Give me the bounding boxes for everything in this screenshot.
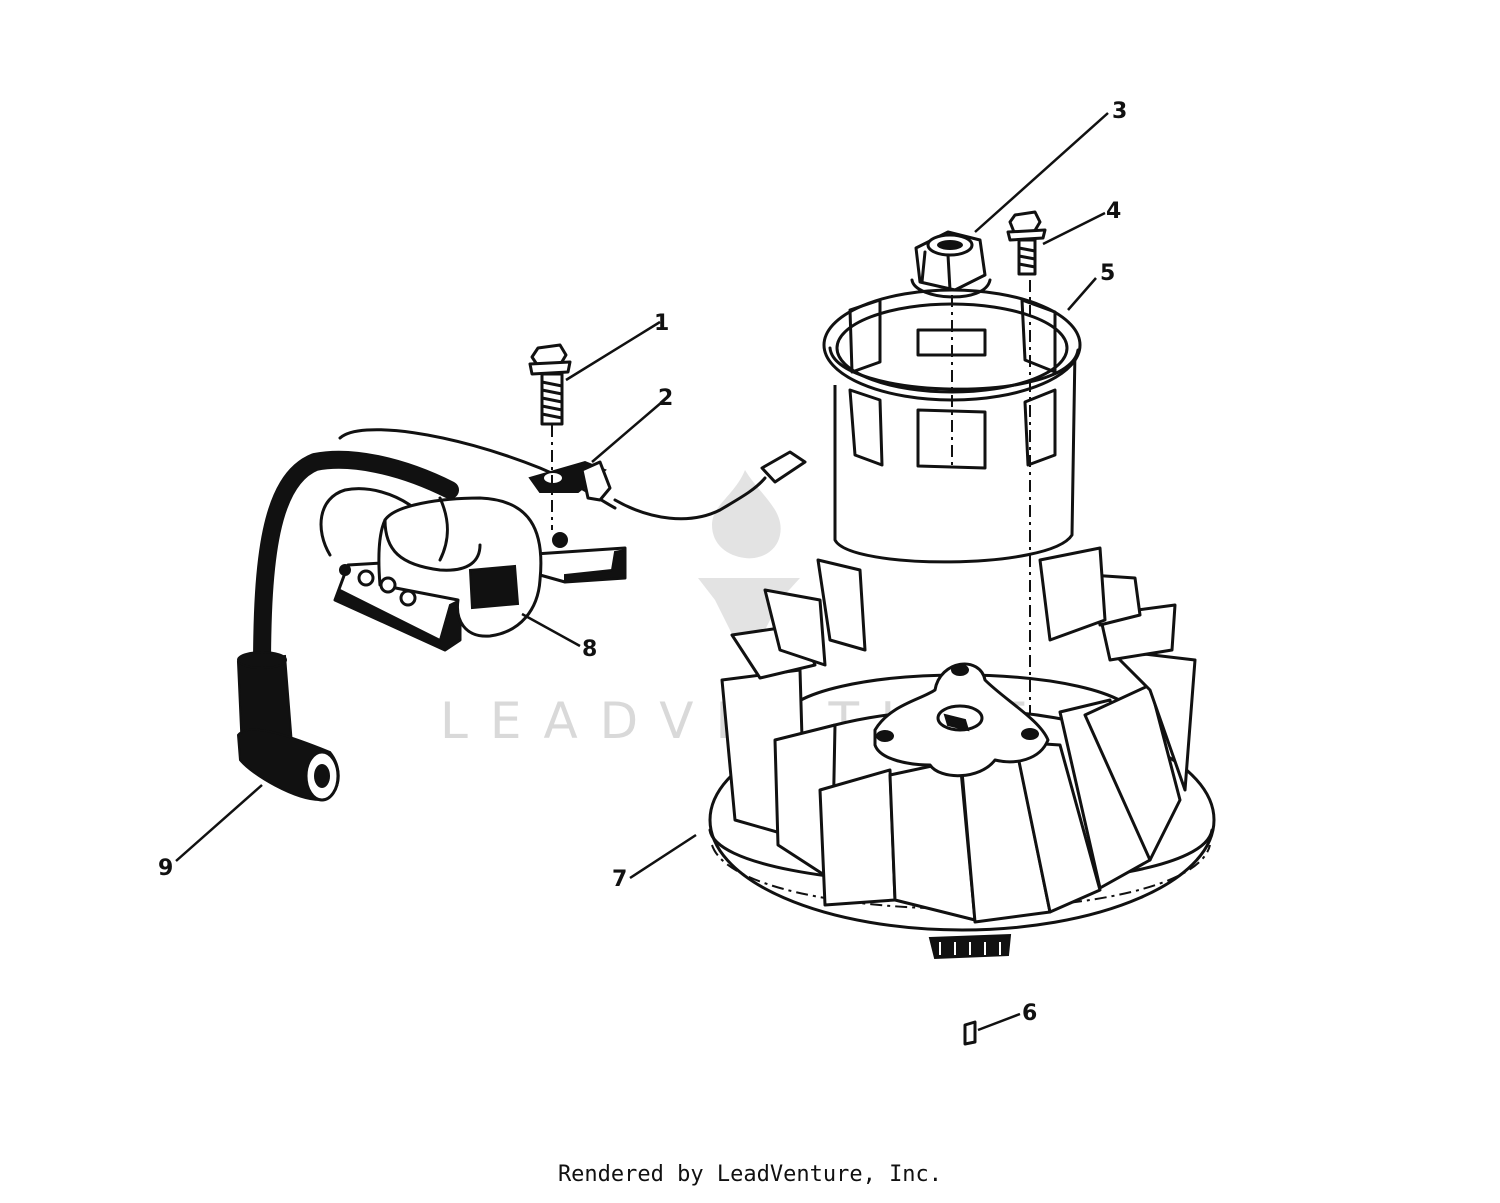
high-tension-lead [253,450,459,679]
ground-terminal [528,450,807,521]
callout-7: 7 [612,867,627,892]
callout-8: 8 [582,637,597,662]
flywheel-fin [1038,546,1107,642]
render-credit: Rendered by LeadVenture, Inc. [557,1162,943,1187]
flywheel-fin [818,768,897,907]
callout-numbers: 1 2 3 4 5 6 7 8 9 [158,99,1127,1026]
wire-connector [760,450,807,484]
ignition-coil-assembly [236,428,627,802]
callout-4: 4 [1106,199,1121,224]
flywheel-fin [816,558,867,652]
callout-3: 3 [1112,99,1127,124]
screen-bolt [1006,210,1047,276]
flywheel-fin [1083,683,1182,862]
callout-9: 9 [158,856,173,881]
flywheel-fin [763,588,827,667]
flywheel [708,546,1216,960]
flywheel-nut [914,230,987,292]
callout-1: 1 [654,311,669,336]
callout-5: 5 [1100,261,1115,286]
coil-mounting-bolt [528,343,572,530]
callout-leaders [175,112,1109,1032]
flywheel-key [963,1020,977,1046]
callout-2: 2 [658,386,673,411]
flywheel-fin [1108,648,1197,792]
spark-plug-boot [236,651,340,802]
callout-6: 6 [1022,1001,1037,1026]
rotating-screen [822,278,1082,730]
